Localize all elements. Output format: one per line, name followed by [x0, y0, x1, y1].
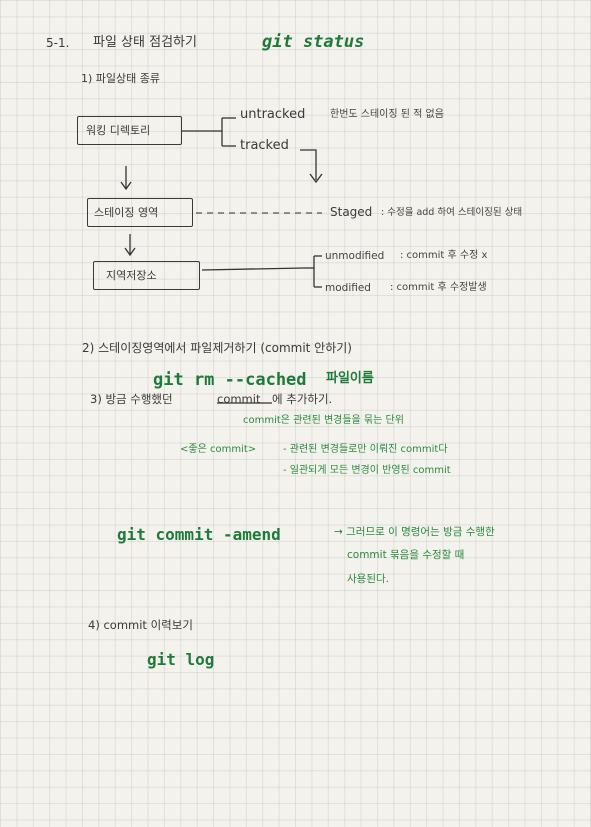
part4-heading: 4) commit 이력보기	[88, 618, 193, 632]
good-commit-rule-2: - 일관되게 모든 변경이 반영된 commit	[283, 465, 451, 476]
modified-note: : commit 후 수정발생	[390, 282, 487, 293]
amend-note-3: 사용된다.	[347, 573, 389, 585]
untracked-label: untracked	[240, 107, 306, 122]
working-dir-label: 워킹 디렉토리	[86, 124, 151, 137]
commit-definition: commit은 관련된 변경들을 묶는 단위	[243, 415, 404, 426]
part3-heading-suffix: 에 추가하기.	[272, 392, 333, 406]
section-number: 5-1.	[46, 36, 70, 50]
working-dir-box: 워킹 디렉토리	[77, 116, 182, 145]
staged-note: : 수정을 add 하여 스테이징된 상태	[381, 207, 523, 218]
part2-heading: 2) 스테이징영역에서 파일제거하기 (commit 안하기)	[82, 341, 352, 355]
good-commit-rule-1: - 관련된 변경들로만 이뤄진 commit다	[283, 444, 448, 455]
part2-command: git rm --cached	[153, 370, 307, 390]
unmodified-note: : commit 후 수정 x	[400, 250, 488, 261]
good-commit-label: <좋은 commit>	[180, 444, 257, 455]
amend-note-1: → 그러므로 이 명령어는 방금 수행한	[334, 526, 495, 538]
amend-note-2: commit 묶음을 수정할 때	[347, 549, 465, 561]
part2-command-arg: 파일이름	[326, 371, 374, 386]
part3-heading-prefix: 3) 방금 수행했던	[90, 392, 173, 406]
page-title: 파일 상태 점검하기	[93, 35, 197, 50]
header-command: git status	[262, 32, 365, 52]
part3-command: git commit -amend	[117, 525, 281, 544]
tracked-label: tracked	[240, 138, 289, 153]
staging-box: 스테이징 영역	[87, 198, 193, 227]
local-repo-label: 지역저장소	[106, 269, 157, 282]
part3-heading-keyword: commit	[217, 392, 261, 406]
staged-label: Staged	[330, 205, 373, 219]
unmodified-label: unmodified	[325, 250, 385, 262]
local-repo-box: 지역저장소	[93, 261, 200, 290]
staging-label: 스테이징 영역	[94, 206, 159, 219]
part4-command: git log	[147, 650, 215, 669]
untracked-note: 한번도 스테이징 된 적 없음	[330, 109, 444, 120]
part1-heading: 1) 파일상태 종류	[81, 72, 161, 85]
modified-label: modified	[325, 282, 371, 294]
